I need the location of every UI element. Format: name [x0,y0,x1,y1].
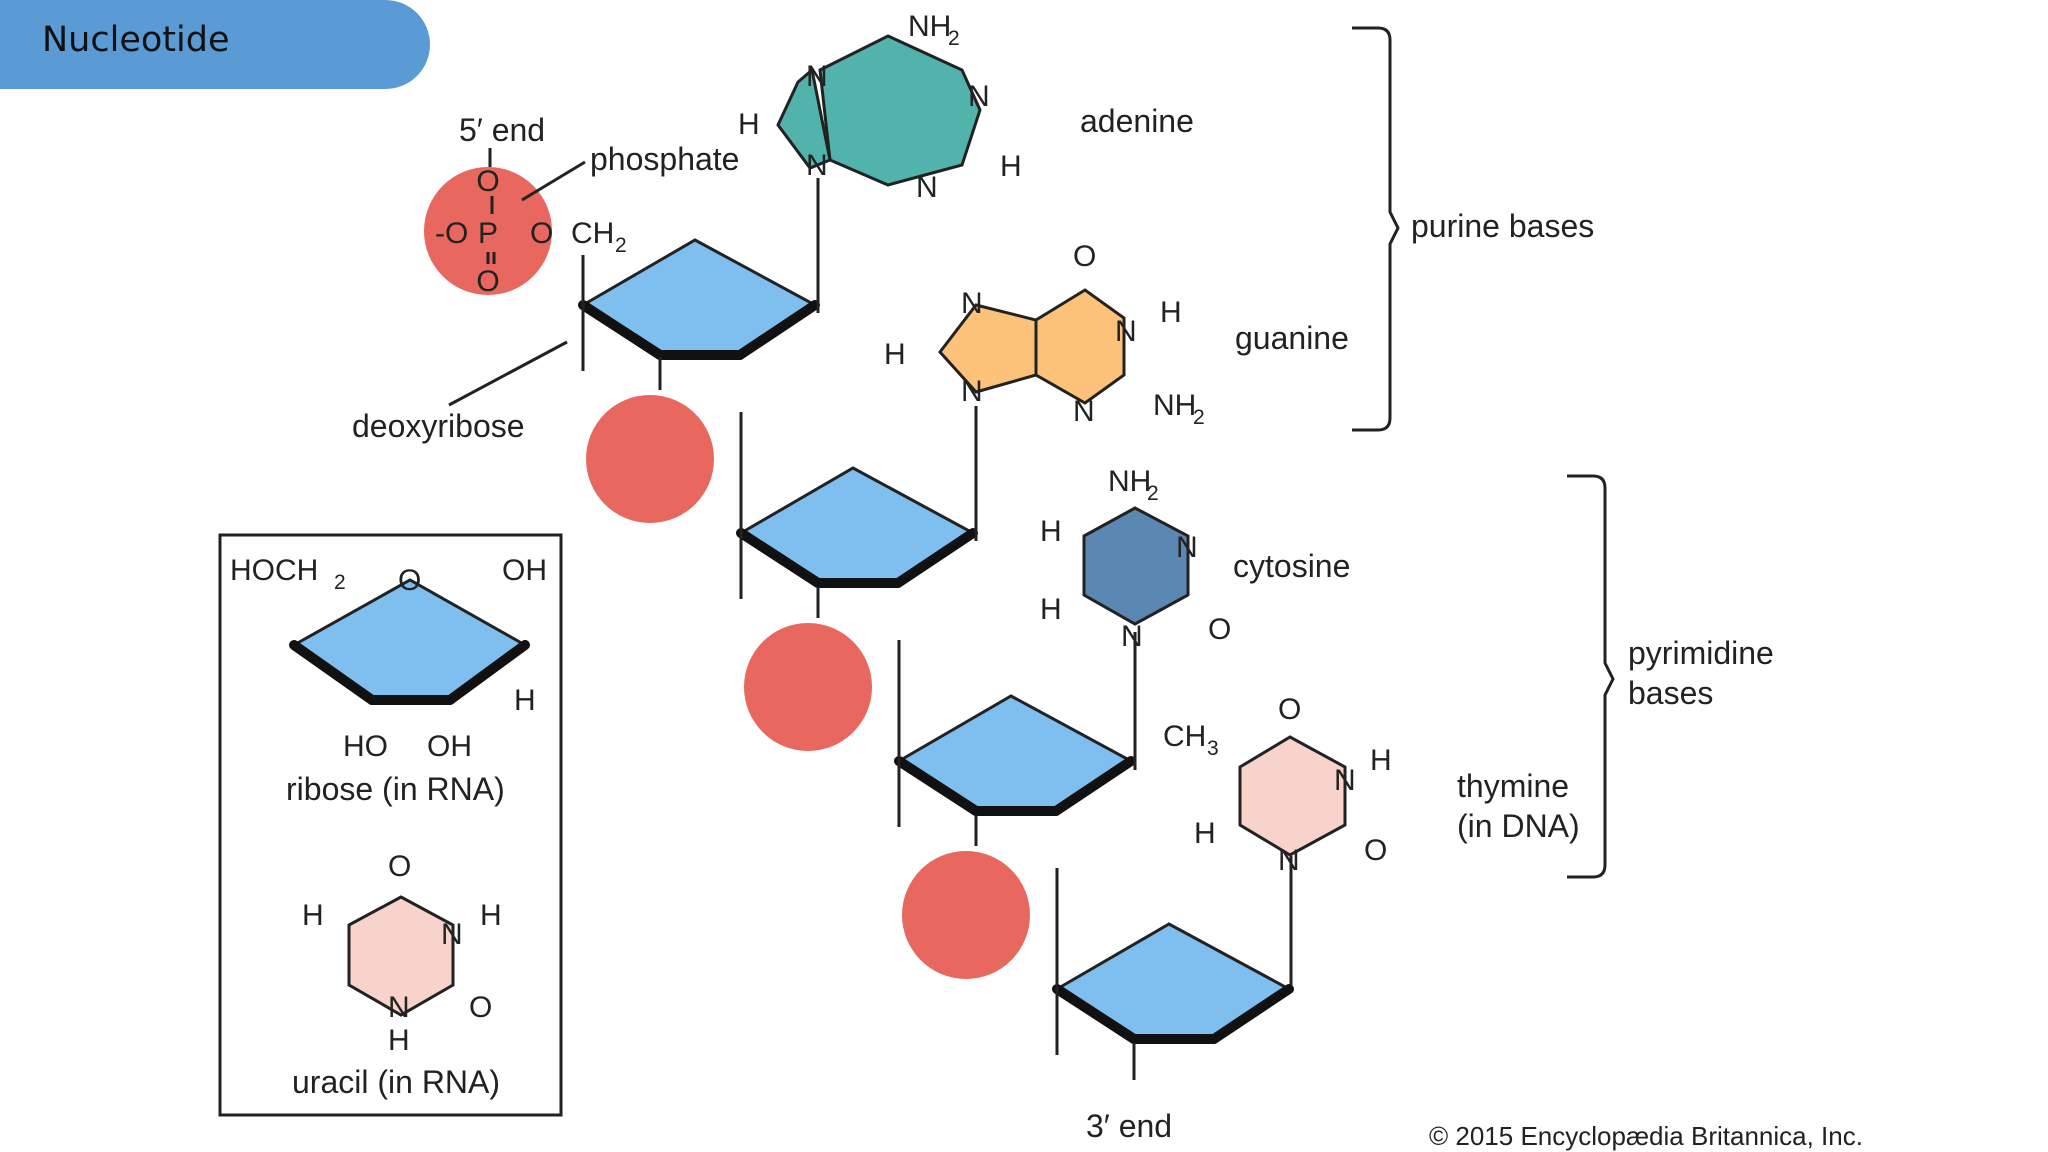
nucleotide-unit-1 [424,167,820,360]
svg-text:N: N [968,80,990,113]
adenine-base: NH 2 N N H N N H [738,10,1022,313]
svg-text:N: N [916,171,938,204]
cytosine-base: NH 2 H N H O N [1040,465,1231,770]
svg-text:H: H [302,899,324,932]
nucleotide-unit-3 [744,623,1136,816]
title-tab: Nucleotide [0,0,430,89]
svg-text:N: N [1073,395,1095,428]
svg-text:H: H [884,338,906,371]
thymine-label-line2: (in DNA) [1457,808,1580,844]
svg-text:N: N [1121,620,1143,653]
svg-text:O: O [445,217,468,250]
uracil-caption: uracil (in RNA) [292,1064,500,1100]
svg-text:H: H [480,899,502,932]
svg-text:2: 2 [334,571,346,594]
svg-text:H: H [1370,744,1392,777]
svg-text:H: H [1160,296,1182,329]
three-prime-end-label: 3′ end [1086,1108,1172,1144]
svg-text:H: H [738,108,760,141]
svg-text:H: H [1194,817,1216,850]
deoxyribose-ring [738,466,976,585]
svg-text:CH: CH [571,217,614,250]
phosphate-label: phosphate [590,141,739,177]
svg-text:2: 2 [1147,482,1159,505]
svg-text:HO: HO [343,730,388,763]
deoxyribose-ring [896,694,1134,813]
phosphate-group-1: O - O P O O CH 2 [435,165,627,298]
guanine-label: guanine [1235,320,1349,356]
svg-text:2: 2 [948,27,960,50]
svg-text:O: O [1073,240,1096,273]
rna-inset: HOCH 2 O OH HO OH H ribose (in RNA) O H … [218,533,563,1117]
svg-text:HOCH: HOCH [230,554,318,587]
svg-text:2: 2 [615,234,627,257]
purine-bases-label: purine bases [1411,208,1594,244]
svg-text:O: O [476,265,499,298]
svg-text:-: - [435,217,445,250]
svg-text:H: H [1040,593,1062,626]
svg-text:N: N [1176,531,1198,564]
phosphate-circle [586,395,714,523]
svg-text:NH: NH [1153,389,1196,422]
svg-text:N: N [1278,844,1300,877]
svg-text:O: O [1364,834,1387,867]
svg-text:OH: OH [502,554,547,587]
diagram-labels: 5′ end phosphate deoxyribose adenine gua… [352,103,1863,1151]
svg-text:CH: CH [1163,720,1206,753]
phosphate-circle [744,623,872,751]
svg-text:O: O [469,991,492,1024]
svg-text:NH: NH [1108,465,1151,498]
brackets [1352,26,1615,879]
guanine-base: O N N H H N N NH 2 [884,240,1205,541]
svg-text:O: O [398,564,421,597]
svg-text:N: N [441,918,463,951]
cytosine-label: cytosine [1233,548,1350,584]
svg-text:NH: NH [908,10,951,43]
page-title: Nucleotide [42,20,230,60]
svg-text:O: O [1208,613,1231,646]
thymine-base: O CH 3 N H H O N [1163,693,1392,985]
svg-text:N: N [1334,764,1356,797]
backbone-bonds [448,148,1136,1080]
svg-text:N: N [388,991,410,1024]
svg-text:H: H [1040,515,1062,548]
nucleotide-unit-2 [586,395,978,588]
ribose-caption: ribose (in RNA) [286,771,505,807]
phosphate-circle [902,851,1030,979]
svg-text:N: N [806,149,828,182]
adenine-label: adenine [1080,103,1194,139]
svg-text:O: O [388,850,411,883]
pyrimidine-label-line2: bases [1628,675,1713,711]
svg-text:2: 2 [1193,406,1205,429]
copyright-notice: © 2015 Encyclopædia Britannica, Inc. [1429,1121,1863,1151]
deoxyribose-label: deoxyribose [352,408,525,444]
nucleotide-unit-4 [902,851,1294,1044]
phosphate-circle [424,167,552,295]
svg-text:H: H [514,684,536,717]
pyrimidine-label-line1: pyrimidine [1628,635,1774,671]
svg-text:3: 3 [1207,737,1219,760]
deoxyribose-ring [1054,922,1292,1041]
svg-text:O: O [1278,693,1301,726]
svg-text:H: H [1000,150,1022,183]
svg-text:N: N [961,375,983,408]
svg-text:N: N [806,60,828,93]
deoxyribose-ring [580,238,818,357]
svg-text:P: P [478,217,498,250]
svg-text:N: N [1115,315,1137,348]
svg-text:O: O [530,217,553,250]
five-prime-end-label: 5′ end [459,112,545,148]
svg-text:N: N [961,287,983,320]
svg-text:O: O [476,165,499,198]
svg-text:H: H [388,1024,410,1057]
svg-text:OH: OH [427,730,472,763]
thymine-label-line1: thymine [1457,768,1569,804]
